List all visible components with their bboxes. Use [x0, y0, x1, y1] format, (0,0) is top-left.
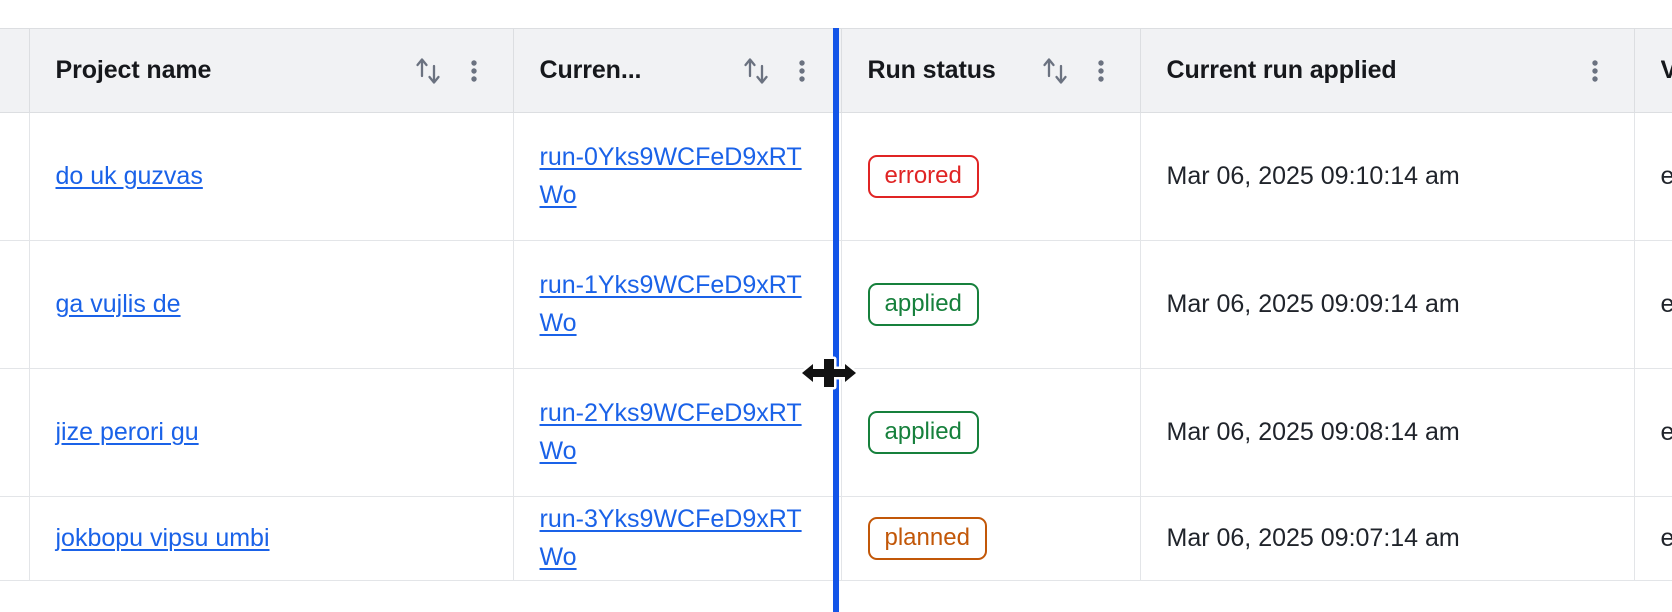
- project-name-link[interactable]: ga vujlis de: [55, 289, 181, 318]
- cell-run-status: applied: [841, 240, 1141, 369]
- cell-current-run: run-0Yks9WCFeD9xRTWo: [513, 112, 842, 241]
- project-name-link[interactable]: do uk guzvas: [55, 161, 203, 190]
- current-run-link[interactable]: run-2Yks9WCFeD9xRTWo: [539, 399, 802, 465]
- row-gutter-cell: [0, 368, 30, 497]
- cell-overflow: e: [1634, 368, 1672, 497]
- table-row[interactable]: jize perori gu run-2Yks9WCFeD9xRTWo appl…: [0, 368, 1672, 497]
- cell-project-name: jize perori gu: [29, 368, 514, 497]
- cell-overflow: e: [1634, 240, 1672, 369]
- column-header-label-project-name: Project name: [55, 56, 212, 84]
- cell-current-run-applied: Mar 06, 2025 09:09:14 am: [1140, 240, 1635, 369]
- sort-icon[interactable]: [413, 54, 443, 88]
- overflow-text: e: [1660, 524, 1672, 552]
- column-header-label-run-status: Run status: [867, 56, 996, 84]
- row-gutter-cell: [0, 112, 30, 241]
- current-run-link[interactable]: run-0Yks9WCFeD9xRTWo: [539, 143, 802, 209]
- table-body: do uk guzvas run-0Yks9WCFeD9xRTWo errore…: [0, 112, 1672, 581]
- table-header: Project name: [0, 28, 1672, 113]
- column-resize-guide[interactable]: [833, 28, 839, 612]
- status-badge: planned: [867, 517, 987, 560]
- project-name-link[interactable]: jokbopu vipsu umbi: [55, 523, 270, 552]
- cell-current-run: run-3Yks9WCFeD9xRTWo: [513, 496, 842, 581]
- current-run-link[interactable]: run-3Yks9WCFeD9xRTWo: [539, 505, 802, 571]
- cell-overflow: e: [1634, 112, 1672, 241]
- column-header-current-run[interactable]: Curren...: [513, 28, 842, 113]
- current-run-applied-text: Mar 06, 2025 09:09:14 am: [1166, 290, 1460, 318]
- projects-table: Project name: [0, 28, 1672, 581]
- table-header-row: Project name: [0, 28, 1672, 113]
- project-name-link[interactable]: jize perori gu: [55, 417, 199, 446]
- cell-project-name: ga vujlis de: [29, 240, 514, 369]
- status-badge: errored: [867, 155, 979, 198]
- status-badge: applied: [867, 283, 979, 326]
- overflow-text: e: [1660, 418, 1672, 446]
- overflow-text: e: [1660, 290, 1672, 318]
- sort-icon[interactable]: [741, 54, 771, 88]
- column-header-current-run-applied[interactable]: Current run applied: [1140, 28, 1635, 113]
- kebab-menu-icon[interactable]: [1582, 54, 1608, 88]
- table-row[interactable]: jokbopu vipsu umbi run-3Yks9WCFeD9xRTWo …: [0, 496, 1672, 581]
- column-header-label-overflow: V: [1661, 56, 1672, 85]
- column-header-gutter: [0, 28, 30, 113]
- row-gutter-cell: [0, 496, 30, 581]
- current-run-link[interactable]: run-1Yks9WCFeD9xRTWo: [539, 271, 802, 337]
- column-header-label-current-run: Curren...: [539, 56, 642, 84]
- current-run-applied-text: Mar 06, 2025 09:07:14 am: [1166, 524, 1460, 552]
- column-header-overflow[interactable]: V: [1634, 28, 1672, 113]
- column-header-project-name[interactable]: Project name: [29, 28, 514, 113]
- overflow-text: e: [1660, 162, 1672, 190]
- cell-current-run-applied: Mar 06, 2025 09:08:14 am: [1140, 368, 1635, 497]
- sort-icon[interactable]: [1040, 54, 1070, 88]
- kebab-menu-icon[interactable]: [1088, 54, 1114, 88]
- column-header-run-status[interactable]: Run status: [841, 28, 1141, 113]
- cell-current-run: run-2Yks9WCFeD9xRTWo: [513, 368, 842, 497]
- status-badge: applied: [867, 411, 979, 454]
- cell-run-status: errored: [841, 112, 1141, 241]
- row-gutter-cell: [0, 240, 30, 369]
- current-run-applied-text: Mar 06, 2025 09:10:14 am: [1166, 162, 1460, 190]
- cell-current-run-applied: Mar 06, 2025 09:10:14 am: [1140, 112, 1635, 241]
- cell-overflow: e: [1634, 496, 1672, 581]
- kebab-menu-icon[interactable]: [789, 54, 815, 88]
- column-header-label-current-run-applied: Current run applied: [1166, 56, 1397, 84]
- cell-current-run: run-1Yks9WCFeD9xRTWo: [513, 240, 842, 369]
- cell-run-status: applied: [841, 368, 1141, 497]
- cell-project-name: jokbopu vipsu umbi: [29, 496, 514, 581]
- kebab-menu-icon[interactable]: [461, 54, 487, 88]
- current-run-applied-text: Mar 06, 2025 09:08:14 am: [1166, 418, 1460, 446]
- cell-current-run-applied: Mar 06, 2025 09:07:14 am: [1140, 496, 1635, 581]
- cell-run-status: planned: [841, 496, 1141, 581]
- table-row[interactable]: ga vujlis de run-1Yks9WCFeD9xRTWo applie…: [0, 240, 1672, 369]
- table-row[interactable]: do uk guzvas run-0Yks9WCFeD9xRTWo errore…: [0, 112, 1672, 241]
- cell-project-name: do uk guzvas: [29, 112, 514, 241]
